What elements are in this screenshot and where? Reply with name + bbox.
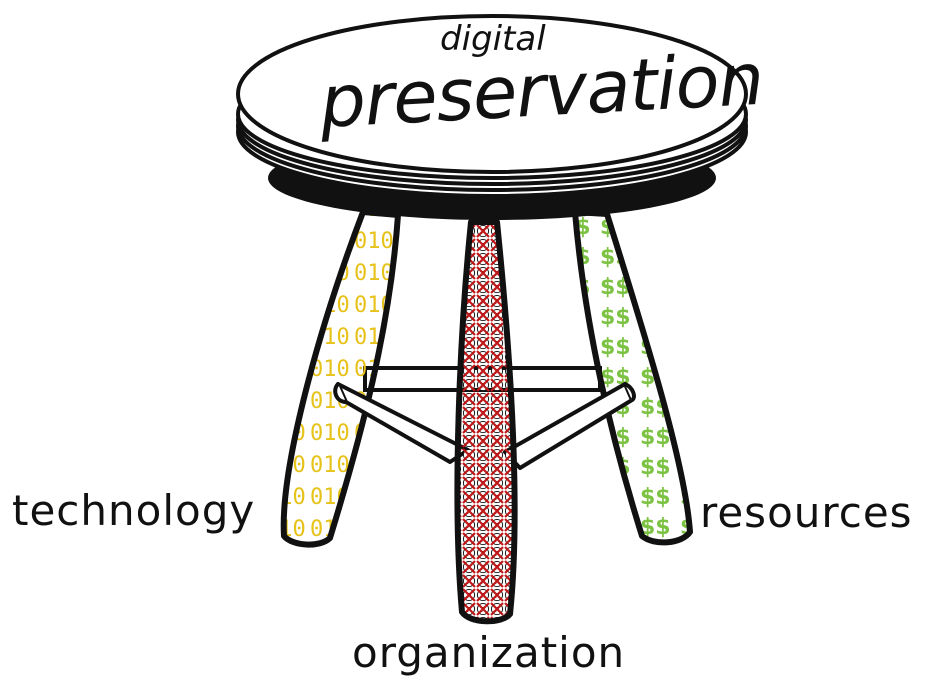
resources-leg	[572, 209, 693, 546]
technology-label: technology	[12, 486, 256, 535]
organization-label: organization	[352, 628, 626, 677]
technology-leg	[280, 209, 401, 548]
stool-seat	[236, 14, 748, 220]
front-stretchers	[333, 382, 636, 470]
seat-title-large: preservation	[317, 36, 766, 144]
organization-leg	[454, 219, 518, 625]
resources-label: resources	[700, 488, 913, 537]
seat-title-small: digital	[440, 19, 546, 59]
